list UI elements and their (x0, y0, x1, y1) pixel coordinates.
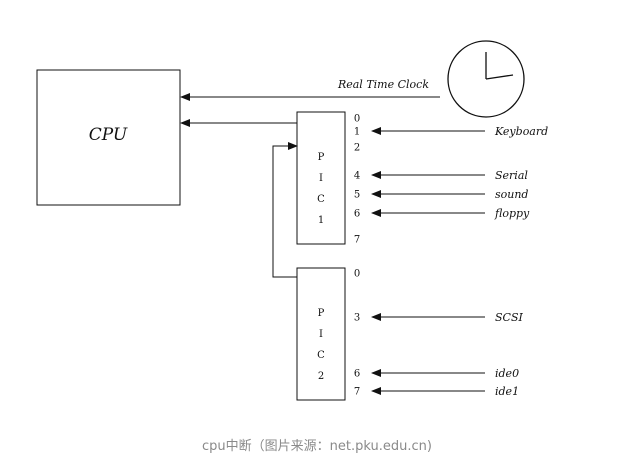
pin-number: 2 (354, 143, 360, 154)
pic2-letter: I (319, 329, 323, 340)
pic2-letter: 2 (318, 371, 324, 382)
pic2-letter: C (317, 350, 325, 361)
pin-number: 5 (354, 190, 360, 201)
pin-number: 1 (354, 127, 360, 138)
pic1-letter: P (318, 152, 325, 163)
pic2-box (296, 267, 346, 401)
pin-number: 7 (354, 387, 360, 398)
pin-number: 6 (354, 369, 360, 380)
pic1-letter: I (319, 173, 323, 184)
cpu-label: CPU (89, 125, 128, 145)
device-label-ide1: ide1 (495, 385, 519, 398)
pic1-box (296, 111, 346, 245)
device-label-floppy: floppy (494, 207, 530, 220)
device-label-ide0: ide0 (495, 367, 519, 380)
device-label-scsi: SCSI (495, 311, 523, 324)
pin-number: 3 (354, 313, 360, 324)
pin-number: 7 (354, 235, 360, 246)
device-label-serial: Serial (495, 169, 528, 182)
device-label-keyboard: Keyboard (494, 125, 548, 138)
pin-number: 0 (354, 269, 360, 280)
pic1-letter: 1 (318, 215, 324, 226)
caption: cpu中断（图片来源：net.pku.edu.cn) (202, 439, 432, 454)
cpu-box (36, 69, 181, 206)
pin-number: 6 (354, 209, 360, 220)
pin-number: 0 (354, 114, 360, 125)
device-label-sound: sound (495, 188, 528, 201)
cascade-line (272, 142, 298, 278)
clock-icon (447, 40, 525, 118)
pic1-letter: C (317, 194, 325, 205)
pic2-letter: P (318, 308, 325, 319)
pin-number: 4 (354, 171, 360, 182)
clock-label: Real Time Clock (337, 78, 429, 91)
